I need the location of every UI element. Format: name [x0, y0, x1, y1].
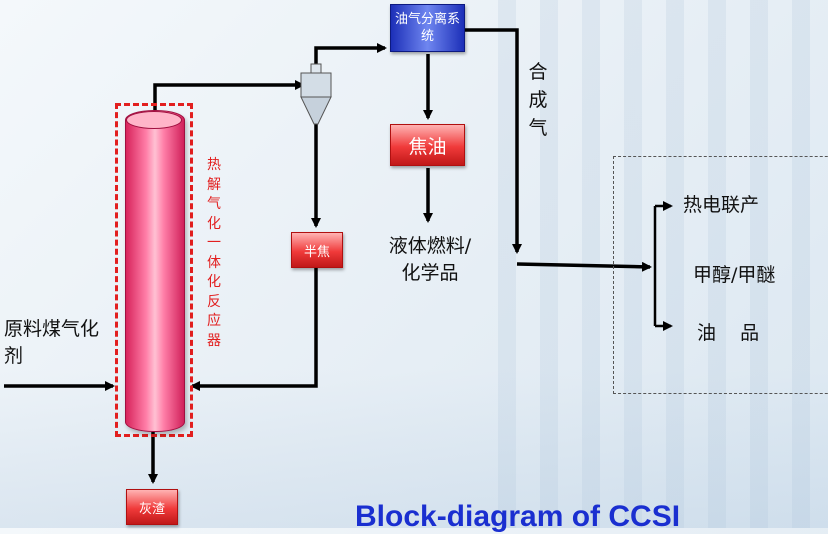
reactor-label: 热解气化一体化反应器	[207, 157, 221, 349]
output-methanol-dme: 甲醇/甲醚	[693, 264, 776, 286]
tar-box: 焦油	[390, 124, 465, 166]
syngas-line	[465, 28, 522, 254]
reactor-dashed-frame	[115, 103, 193, 437]
feed-label: 原料煤气化剂	[4, 318, 100, 367]
cyclone-to-separator-line	[314, 43, 387, 68]
reactor-to-cyclone-line	[153, 80, 305, 110]
reactor-cylinder-icon	[125, 110, 185, 432]
semicoke-recycle-line	[190, 268, 318, 391]
semicoke-box: 半焦	[291, 232, 343, 268]
ash-box: 灰渣	[126, 489, 178, 525]
cyclone-separator-icon	[300, 63, 332, 125]
output-cogeneration: 热电联产	[683, 194, 760, 216]
syngas-label: 合成气	[528, 61, 548, 139]
oil-gas-separator-box: 油气分离系统	[390, 4, 465, 52]
output-oil-products: 油 品	[697, 322, 760, 344]
diagram-title: Block-diagram of CCSI	[355, 500, 681, 533]
syngas-to-outputs-line	[516, 261, 652, 272]
output-dashed-frame	[613, 156, 828, 394]
liquid-products-label: 液体燃料/化学品	[388, 235, 472, 284]
